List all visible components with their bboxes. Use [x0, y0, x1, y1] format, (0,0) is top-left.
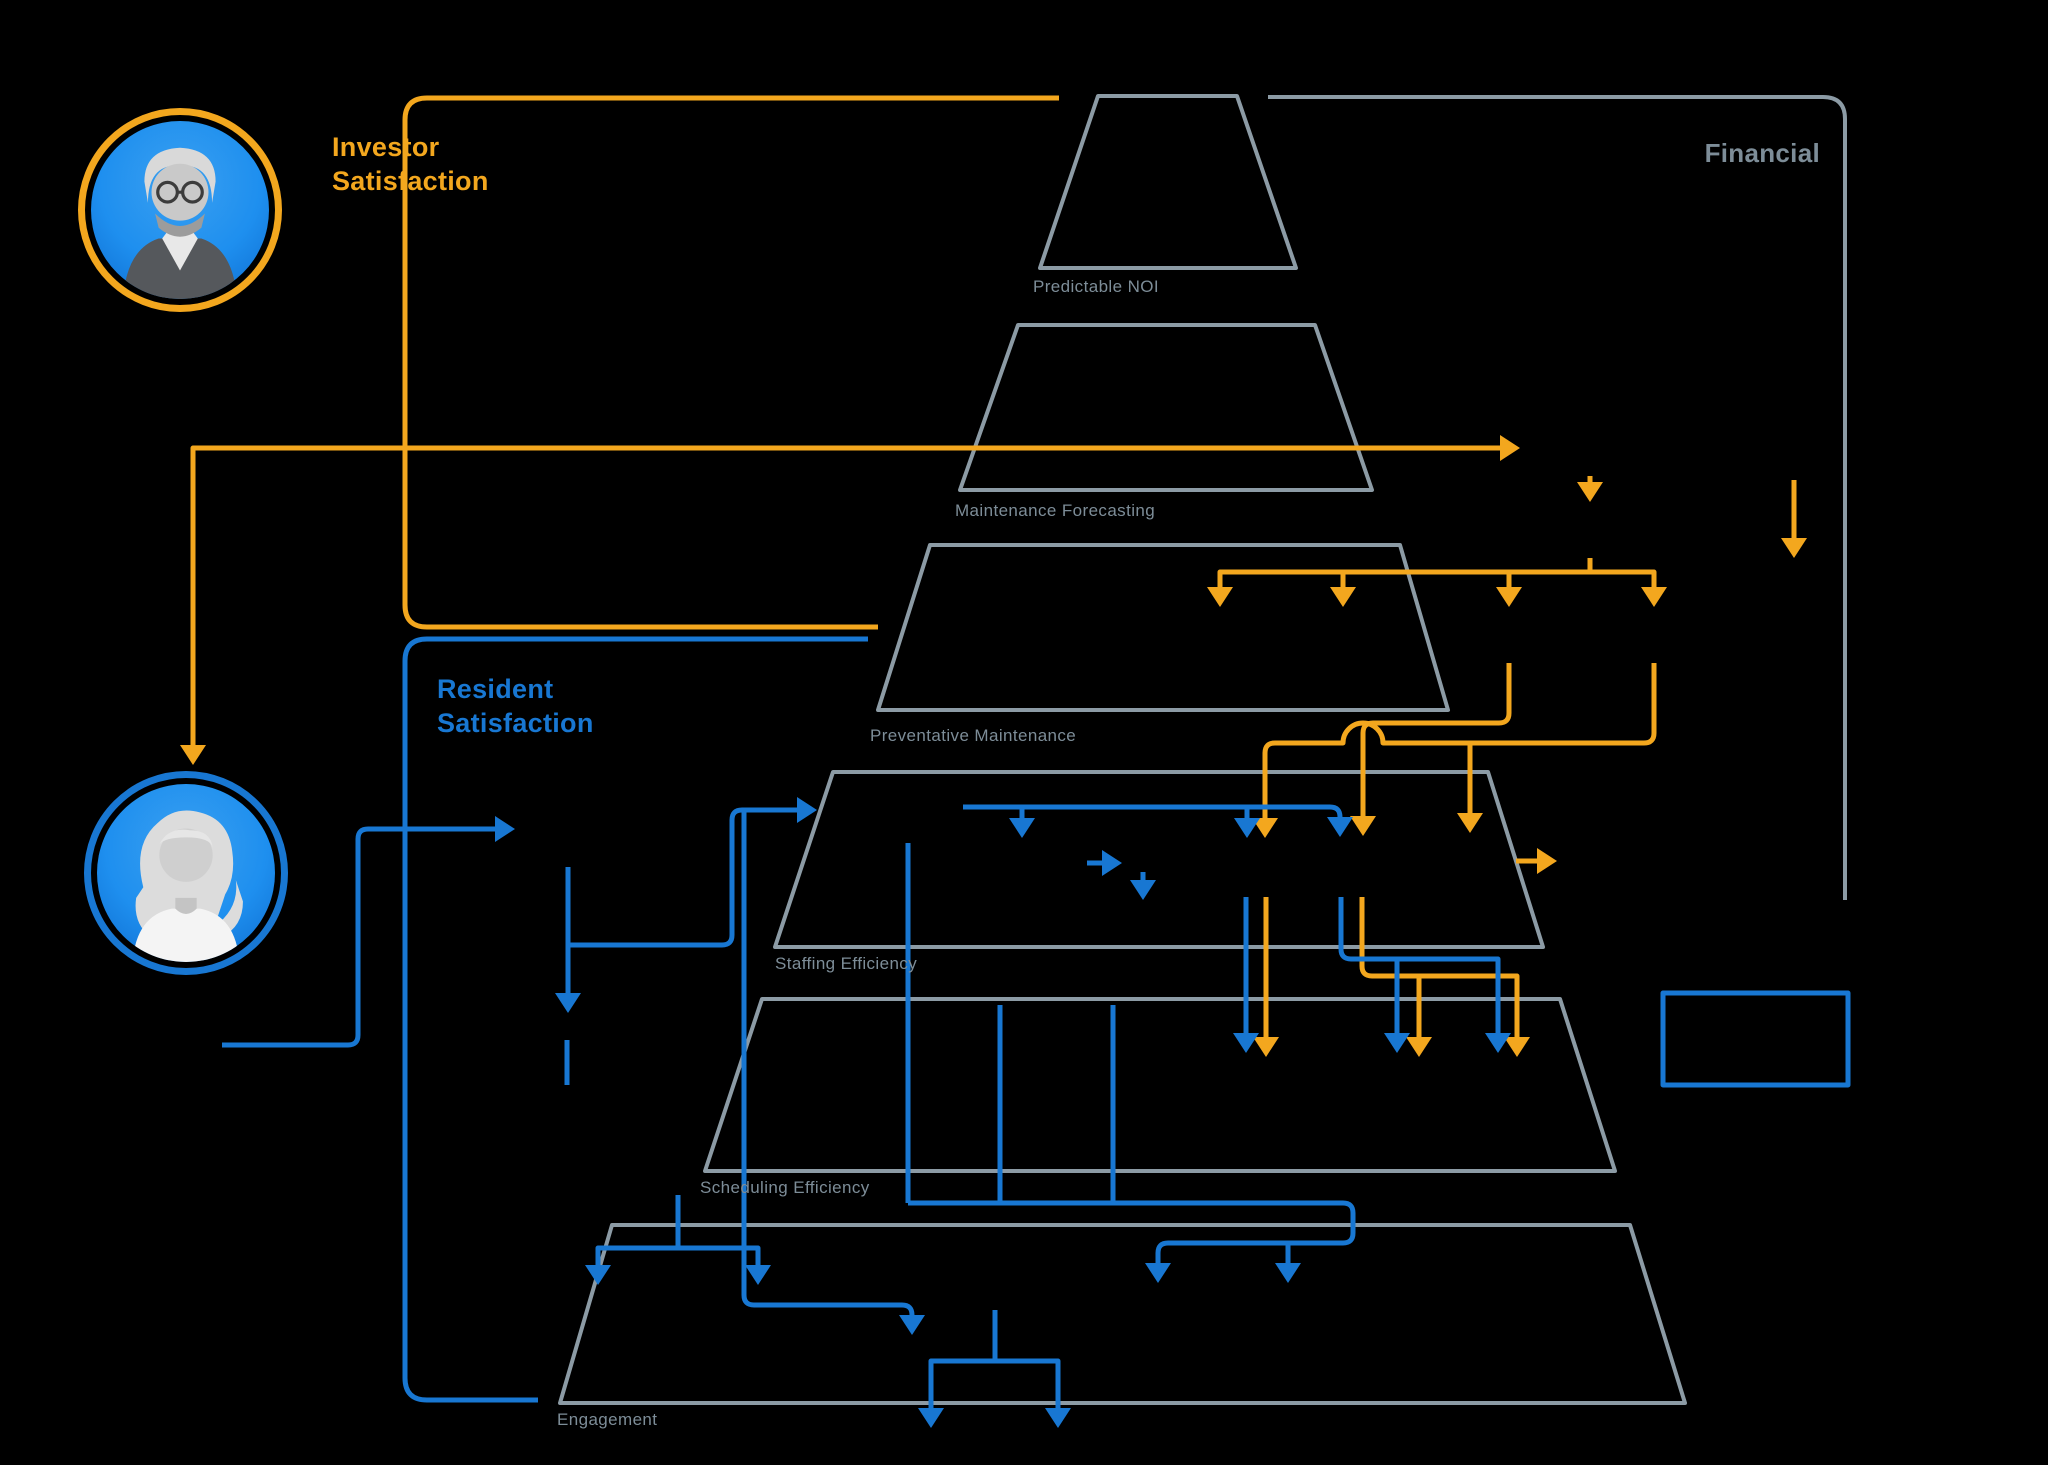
man-portrait-icon: [123, 147, 237, 299]
level-4-trapezoid: [773, 770, 1545, 949]
investor-bracket: [402, 95, 1059, 630]
investor-flow-lines: [180, 95, 1807, 1057]
resident-avatar-photo: [97, 784, 275, 962]
resident-bracket: [402, 636, 868, 1403]
level-label-predictable-noi: Predictable NOI: [1033, 277, 1159, 296]
level-2-trapezoid: [958, 323, 1374, 492]
investor-avatar: [78, 108, 282, 312]
investor-avatar-photo: [91, 121, 269, 299]
woman-portrait-icon: [132, 810, 243, 962]
resident-satisfaction-title: Resident Satisfaction: [437, 674, 594, 738]
level-label-maintenance-forecasting: Maintenance Forecasting: [955, 501, 1156, 520]
level-label-staffing-efficiency: Staffing Efficiency: [775, 954, 918, 973]
investor-satisfaction-title: Investor Satisfaction: [332, 132, 489, 196]
pyramid-levels: [558, 94, 1687, 1405]
resident-flow-lines: [222, 636, 1851, 1428]
level-6-trapezoid: [558, 1223, 1687, 1405]
financial-title: Financial: [1704, 138, 1820, 168]
level-5-trapezoid: [703, 997, 1617, 1173]
level-3-trapezoid: [876, 543, 1450, 712]
highlight-rectangle: [1660, 990, 1851, 1088]
level-1-trapezoid: [1038, 94, 1298, 270]
level-label-engagement: Engagement: [557, 1410, 658, 1429]
level-label-scheduling-efficiency: Scheduling Efficiency: [700, 1178, 870, 1197]
level-label-preventative-maintenance: Preventative Maintenance: [870, 726, 1077, 745]
resident-avatar: [84, 771, 288, 975]
financial-bracket: [1268, 95, 1847, 900]
